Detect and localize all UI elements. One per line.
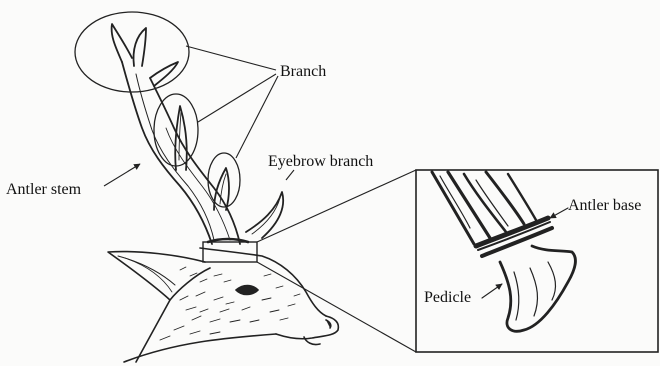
antler-stem-arrow [104, 164, 140, 186]
deer-muzzle [276, 316, 338, 339]
zoom-pedicle [500, 246, 575, 331]
antler-base-arrow [550, 208, 568, 218]
branch-highlights [75, 12, 240, 207]
antler-top-tine-3 [150, 62, 178, 86]
deer-head [108, 248, 338, 362]
label-eyebrow-branch: Eyebrow branch [268, 154, 373, 170]
label-branch: Branch [280, 64, 326, 80]
antler-top-tine-2 [134, 28, 147, 66]
zoomed-antler [432, 172, 575, 331]
antler-main-beam [122, 62, 212, 244]
label-antler-base: Antler base [568, 198, 641, 214]
pedicle-arrow [482, 284, 502, 298]
branch-leader-top [186, 46, 276, 70]
antler-top-tine-1 [112, 24, 132, 62]
label-antler-stem: Antler stem [6, 182, 81, 198]
branch-leader-lower [236, 76, 278, 158]
deer-ear [108, 252, 210, 300]
deer-eye [236, 286, 258, 295]
zoom-line-top [257, 170, 416, 242]
leader-lines [104, 46, 416, 352]
antler-eyebrow-tine [246, 192, 283, 238]
label-pedicle: Pedicle [424, 290, 471, 306]
branch-ellipse-top [75, 12, 189, 92]
eyebrow-leader [286, 170, 294, 180]
zoom-line-bottom [257, 262, 416, 352]
branch-leader-middle [198, 74, 276, 122]
